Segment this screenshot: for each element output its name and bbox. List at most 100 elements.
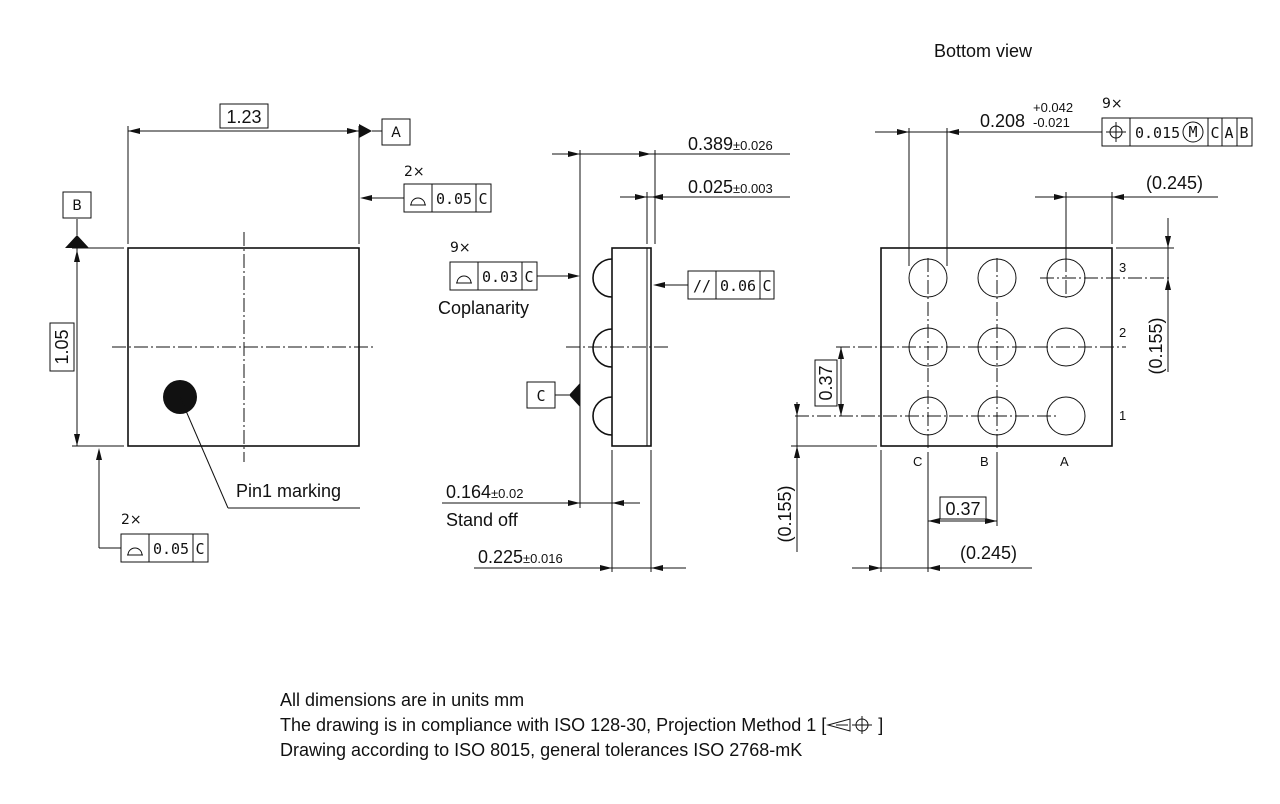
edge-x-top-value: (0.245)	[1146, 173, 1203, 193]
height-value: 1.05	[52, 329, 72, 364]
position-modifier: M	[1188, 123, 1197, 141]
edge-x-bottom-value: (0.245)	[960, 543, 1017, 563]
edge-x-top-arrow-l	[1054, 194, 1066, 200]
surface-profile-icon	[456, 275, 472, 284]
parallelism-arrow	[653, 282, 665, 288]
width-value-box	[219, 103, 269, 129]
datum-a-triangle	[359, 124, 372, 138]
position-count: 9×	[1102, 96, 1123, 112]
datum-c-box	[526, 381, 556, 409]
note-projection: The drawing is in compliance with ISO 12…	[280, 713, 883, 738]
note-projection-text: The drawing is in compliance with ISO 12…	[280, 715, 827, 735]
pitch-h-arrow-r	[985, 518, 997, 524]
parallelism-datum: C	[762, 277, 771, 295]
coplanarity-label: Coplanarity	[438, 298, 529, 318]
drawing-notes: All dimensions are in units mm The drawi…	[280, 688, 883, 763]
standoff-label: Stand off	[446, 510, 519, 530]
position-datum-3: B	[1239, 124, 1248, 142]
flatness-top-arrow	[360, 195, 372, 201]
flatness-bottom-count: 2×	[121, 512, 142, 528]
total-height-arrow-r	[639, 151, 651, 157]
col-label-b: B	[980, 454, 989, 469]
edge-y-right-value: (0.155)	[1146, 317, 1166, 374]
flatness-top-tol: 0.05	[436, 190, 472, 208]
side-view: 0.389±0.026 0.025±0.003 9× 0.03 C Coplan…	[438, 134, 790, 572]
pitch-v-value: 0.37	[816, 365, 836, 400]
datum-a-label: A	[391, 125, 401, 141]
height-arrow-top	[74, 250, 80, 262]
diameter-arrow-r	[947, 129, 959, 135]
datum-b-triangle	[65, 235, 89, 248]
pin1-label: Pin1 marking	[236, 481, 341, 501]
ball-b1	[977, 396, 1017, 436]
height-value-box	[49, 322, 75, 372]
pitch-v-arrow-t	[838, 347, 844, 359]
row-label-2: 2	[1119, 325, 1126, 340]
pitch-v-box	[814, 359, 838, 407]
bottom-view-title: Bottom view	[934, 41, 1033, 61]
col-label-c: C	[913, 454, 922, 469]
standoff-value: 0.164±0.02	[446, 482, 523, 502]
note-units: All dimensions are in units mm	[280, 690, 525, 710]
solder-ball-3	[592, 258, 613, 298]
pitch-v-arrow-b	[838, 404, 844, 416]
pitch-h-box	[939, 496, 987, 520]
ball-c2	[908, 327, 948, 367]
mmc-circle	[1182, 121, 1204, 143]
body-thickness-value: 0.225±0.016	[478, 547, 563, 567]
position-datum-1: C	[1210, 124, 1219, 142]
standoff-arrow-r	[612, 500, 624, 506]
diameter-arrow-l	[897, 129, 909, 135]
position-icon	[1106, 122, 1126, 142]
ball-c1	[908, 396, 948, 436]
pitch-h-arrow-l	[928, 518, 940, 524]
solder-ball-2	[592, 328, 613, 368]
ball-a1	[1046, 396, 1086, 436]
edge-x-bottom-arrow-r	[928, 565, 940, 571]
ball-a3	[1046, 258, 1086, 298]
solder-ball-1	[592, 396, 613, 436]
body-arrow-l	[600, 565, 612, 571]
edge-x-top-arrow-r	[1112, 194, 1124, 200]
projection-method-icon	[826, 716, 873, 734]
diameter-tol-plus: +0.042	[1033, 100, 1073, 115]
row-label-1: 1	[1119, 408, 1126, 423]
top-view: Pin1 marking 1.23 A 1.05 B 2×	[49, 103, 492, 563]
edge-y-right-arrow-b	[1165, 278, 1171, 290]
flatness-top-datum: C	[478, 190, 487, 208]
col-label-a: A	[1060, 454, 1069, 469]
datum-b-label: B	[72, 198, 82, 214]
position-datum-2: A	[1224, 124, 1233, 142]
edge-y-left-value: (0.155)	[775, 485, 795, 542]
edge-y-right-arrow-t	[1165, 236, 1171, 248]
position-tol: 0.015	[1135, 124, 1180, 142]
flatness-bottom-arrow	[96, 448, 102, 460]
standoff-arrow-l	[568, 500, 580, 506]
row-label-3: 3	[1119, 260, 1126, 275]
thin-layer-arrow-l	[635, 194, 647, 200]
height-arrow-bottom	[74, 434, 80, 446]
datum-a-box	[381, 118, 411, 146]
flatness-bottom-tol: 0.05	[153, 540, 189, 558]
diameter-tol-minus: -0.021	[1033, 115, 1070, 130]
coplanarity-arrow	[568, 273, 580, 279]
note-standards: Drawing according to ISO 8015, general t…	[280, 740, 803, 760]
width-arrow-left	[128, 128, 140, 134]
thin-layer-value: 0.025±0.003	[688, 177, 773, 197]
flatness-top-count: 2×	[404, 164, 425, 180]
coplanarity-tol: 0.03	[482, 268, 518, 286]
width-value: 1.23	[226, 107, 261, 127]
surface-profile-icon	[127, 547, 143, 556]
total-height-arrow-l	[568, 151, 580, 157]
datum-b-box	[62, 191, 92, 219]
diameter-value: 0.208	[980, 111, 1025, 131]
ball-b2	[977, 327, 1017, 367]
body-arrow-r	[651, 565, 663, 571]
ball-a2	[1046, 327, 1086, 367]
ball-c3	[908, 258, 948, 298]
coplanarity-datum: C	[524, 268, 533, 286]
bottom-view: Bottom view 3 2 1 C B A 0.208 +0.042	[775, 41, 1253, 572]
ball-b3	[977, 258, 1017, 298]
thin-layer-arrow-r	[651, 194, 663, 200]
